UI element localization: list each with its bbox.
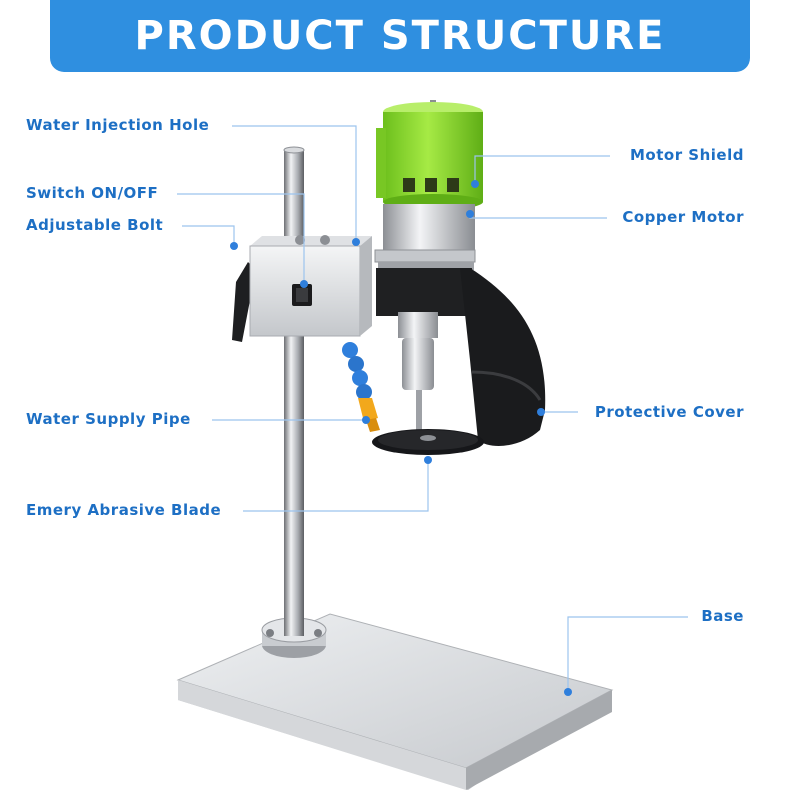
leader-water-injection-hole — [232, 125, 357, 242]
leader-lines — [177, 125, 688, 692]
label-base: Base — [701, 607, 744, 625]
label-protective-cover: Protective Cover — [594, 403, 744, 421]
leader-motor-shield — [474, 155, 610, 182]
drill-chuck — [376, 268, 472, 430]
copper-motor — [374, 204, 476, 270]
label-water-supply-pipe: Water Supply Pipe — [26, 410, 191, 428]
label-adjustable-bolt: Adjustable Bolt — [26, 216, 164, 234]
motor-shield — [376, 100, 483, 210]
title-banner: PRODUCT STRUCTURE — [50, 0, 750, 72]
dot-motor-shield — [471, 180, 479, 188]
leader-copper-motor — [469, 214, 607, 219]
label-emery-blade: Emery Abrasive Blade — [26, 501, 222, 519]
dot-switch — [300, 280, 308, 288]
dot-water-injection-hole — [352, 238, 360, 246]
dot-base — [564, 688, 572, 696]
emery-blade — [372, 429, 484, 455]
dot-copper-motor — [466, 210, 474, 218]
protective-cover — [460, 268, 546, 446]
leader-base — [567, 616, 688, 692]
water-supply-pipe — [342, 342, 380, 432]
dot-water-supply-pipe — [362, 416, 370, 424]
base-plate — [176, 613, 614, 790]
pole-mount — [261, 617, 327, 658]
label-copper-motor: Copper Motor — [622, 208, 744, 226]
label-water-injection-hole: Water Injection Hole — [26, 116, 210, 134]
dot-emery-blade — [424, 456, 432, 464]
leader-adjustable-bolt — [182, 225, 235, 244]
label-motor-shield: Motor Shield — [629, 146, 744, 164]
label-switch: Switch ON/OFF — [26, 184, 159, 202]
dot-protective-cover — [537, 408, 545, 416]
support-pole — [283, 146, 305, 636]
indicator-dots — [230, 180, 572, 696]
dot-adjustable-bolt — [230, 242, 238, 250]
leader-switch — [177, 193, 305, 284]
leader-emery-blade — [243, 460, 429, 512]
page-title: PRODUCT STRUCTURE — [134, 13, 666, 59]
bracket-block — [249, 235, 372, 337]
